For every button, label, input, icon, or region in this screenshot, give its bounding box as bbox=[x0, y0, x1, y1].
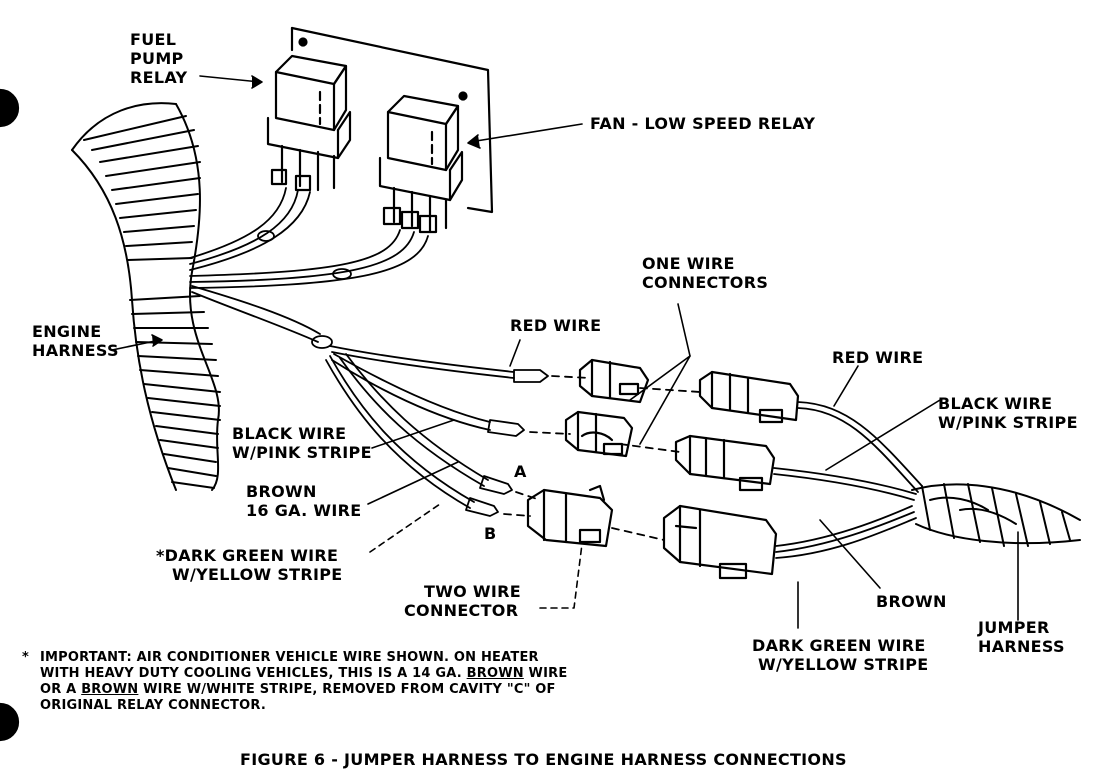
label-line: W/PINK STRIPE bbox=[232, 443, 372, 462]
jumper-harness-wires bbox=[773, 401, 923, 559]
label-line: HARNESS bbox=[978, 637, 1065, 656]
label-two-wire-connector: TWO WIRE CONNECTOR bbox=[404, 582, 521, 620]
one-wire-connector-black bbox=[564, 410, 634, 458]
binder-hole-top bbox=[0, 88, 20, 128]
engine-harness-branch-wires bbox=[191, 285, 549, 517]
label-fan-low-speed-relay: FAN - LOW SPEED RELAY bbox=[590, 114, 816, 133]
label-line: FUEL bbox=[130, 30, 177, 49]
label-line: W/PINK STRIPE bbox=[938, 413, 1078, 432]
label-dark-green-wire-right: DARK GREEN WIRE W/YELLOW STRIPE bbox=[752, 636, 929, 674]
label-line: CONNECTORS bbox=[642, 273, 769, 292]
label-line: ENGINE bbox=[32, 322, 102, 341]
label-black-wire-left: BLACK WIRE W/PINK STRIPE bbox=[232, 424, 372, 462]
leader-lines bbox=[111, 75, 1019, 629]
one-wire-connector-red bbox=[578, 358, 650, 404]
note-line-1: IMPORTANT: AIR CONDITIONER VEHICLE WIRE … bbox=[40, 650, 539, 665]
label-line: W/YELLOW STRIPE bbox=[172, 565, 343, 584]
label-one-wire-connectors: ONE WIRE CONNECTORS bbox=[642, 254, 768, 292]
label-line: HARNESS bbox=[32, 341, 119, 360]
jumper-connector-black bbox=[674, 434, 776, 492]
jumper-harness-sleeve bbox=[911, 483, 1081, 547]
label-line: TWO WIRE bbox=[424, 582, 521, 601]
note-text: WIRE bbox=[523, 666, 568, 681]
label-line: BLACK WIRE bbox=[232, 424, 347, 443]
note-underlined: BROWN bbox=[81, 682, 139, 697]
label-engine-harness: ENGINE HARNESS bbox=[32, 322, 119, 360]
label-line: W/YELLOW STRIPE bbox=[758, 655, 929, 674]
label-line: BLACK WIRE bbox=[938, 394, 1053, 413]
label-red-wire-left: RED WIRE bbox=[510, 316, 602, 335]
label-pin-b: B bbox=[484, 524, 497, 543]
label-black-wire-right: BLACK WIRE W/PINK STRIPE bbox=[938, 394, 1078, 432]
label-line: RELAY bbox=[130, 68, 188, 87]
label-line: JUMPER bbox=[978, 618, 1050, 637]
label-brown-16ga-wire: BROWN 16 GA. WIRE bbox=[246, 482, 361, 520]
relay-pigtail-wires bbox=[189, 187, 429, 289]
note-underlined: BROWN bbox=[466, 666, 524, 681]
figure-caption: FIGURE 6 - JUMPER HARNESS TO ENGINE HARN… bbox=[240, 750, 847, 769]
note-body: IMPORTANT: AIR CONDITIONER VEHICLE WIRE … bbox=[40, 650, 567, 714]
note-line-2: WITH HEAVY DUTY COOLING VEHICLES, THIS I… bbox=[40, 666, 567, 682]
label-line: *DARK GREEN WIRE bbox=[156, 546, 339, 565]
note-text: WIRE W/WHITE STRIPE, REMOVED FROM CAVITY… bbox=[138, 682, 556, 697]
label-brown-right: BROWN bbox=[876, 592, 947, 611]
connection-dashes bbox=[503, 375, 701, 541]
relay-bracket bbox=[290, 26, 494, 214]
label-line: PUMP bbox=[130, 49, 184, 68]
engine-harness-conduit bbox=[71, 102, 221, 491]
jumper-connector-red bbox=[698, 370, 800, 424]
label-line: 16 GA. WIRE bbox=[246, 501, 362, 520]
binder-hole-bottom bbox=[0, 702, 20, 742]
label-line: DARK GREEN WIRE bbox=[752, 636, 926, 655]
label-line: ONE WIRE bbox=[642, 254, 735, 273]
note-line-4: ORIGINAL RELAY CONNECTOR. bbox=[40, 698, 266, 713]
note-line-3: OR A BROWN WIRE W/WHITE STRIPE, REMOVED … bbox=[40, 682, 567, 698]
label-jumper-harness: JUMPER HARNESS bbox=[978, 618, 1065, 656]
label-line: CONNECTOR bbox=[404, 601, 519, 620]
note-asterisk: * bbox=[22, 650, 29, 665]
label-dark-green-wire-left: *DARK GREEN WIRE W/YELLOW STRIPE bbox=[156, 546, 343, 584]
jumper-connector-two-wire bbox=[662, 504, 778, 580]
note-text: WITH HEAVY DUTY COOLING VEHICLES, THIS I… bbox=[40, 666, 467, 681]
note-text: OR A bbox=[40, 682, 82, 697]
two-wire-connector-left bbox=[526, 484, 614, 548]
label-line: BROWN bbox=[246, 482, 317, 501]
fuel-pump-relay bbox=[266, 54, 352, 192]
fan-low-speed-relay bbox=[378, 94, 464, 234]
label-red-wire-right: RED WIRE bbox=[832, 348, 924, 367]
label-pin-a: A bbox=[514, 462, 527, 481]
label-fuel-pump-relay: FUEL PUMP RELAY bbox=[130, 30, 187, 87]
